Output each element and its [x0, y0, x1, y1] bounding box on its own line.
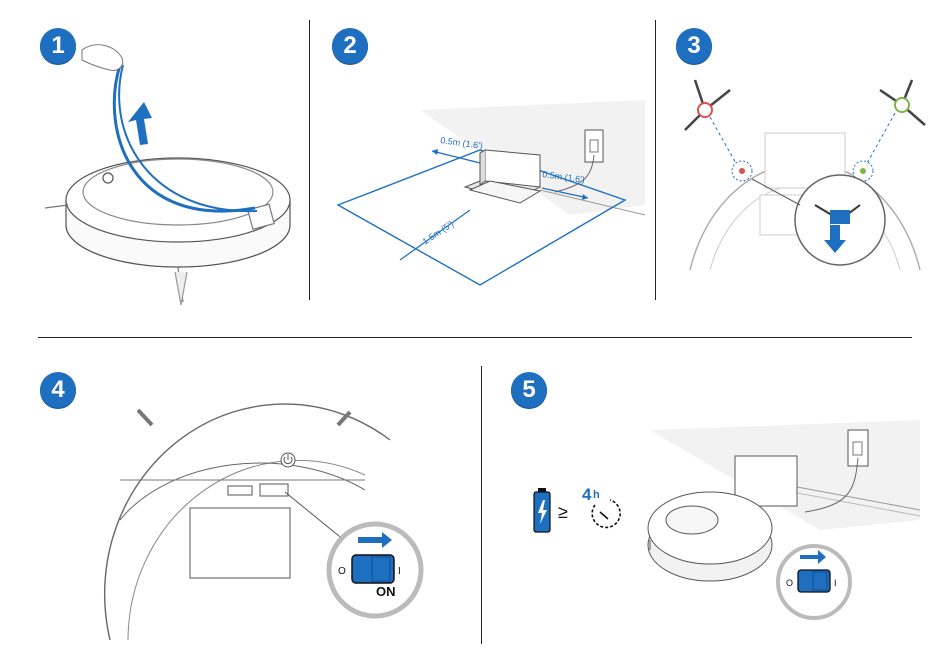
side-brush-right-icon: [880, 80, 925, 125]
charge-time-unit: h: [593, 489, 600, 501]
hand-icon: [82, 45, 123, 71]
robot-vacuum-icon: [648, 492, 772, 581]
arrow-up-icon: [128, 102, 152, 145]
step-2-badge: 2: [332, 28, 368, 64]
switch-off-mark: O: [338, 566, 346, 577]
step-3-badge: 3: [676, 28, 712, 64]
switch-on-mark: I: [834, 578, 837, 588]
divider-vertical-2: [655, 20, 656, 300]
battery-charging-icon: [534, 488, 550, 532]
power-switch-on-icon: O I ON: [329, 524, 421, 616]
step-4-badge: 4: [40, 372, 76, 408]
charge-time-value: 4: [582, 485, 592, 504]
docking-station-icon: [465, 150, 540, 203]
step-5-badge: 5: [511, 372, 547, 408]
side-brush-left-icon: [685, 80, 730, 130]
step-4-illustration: O I ON: [110, 400, 430, 640]
divider-horizontal: [38, 337, 912, 338]
robot-vacuum-icon: [45, 158, 290, 305]
power-button-icon: [281, 453, 295, 467]
step-5-illustration: ≥ 4 h O I: [530, 420, 920, 640]
step-2-illustration: 0.5m (1.6') 0.5m (1.6') 1.5m (5'): [330, 95, 645, 290]
switch-off-mark: O: [786, 578, 793, 588]
divider-vertical-1: [309, 20, 310, 300]
power-switch-on-icon: O I: [778, 546, 850, 618]
step-1-illustration: [40, 40, 300, 305]
clock-icon: [592, 500, 620, 527]
switch-on-mark: I: [398, 566, 401, 577]
clearance-label-front: 1.5m (5'): [421, 219, 456, 247]
step-3-illustration: [680, 75, 930, 270]
divider-vertical-3: [481, 366, 482, 644]
comparator-sign: ≥: [558, 502, 568, 522]
switch-on-label: ON: [376, 584, 396, 599]
